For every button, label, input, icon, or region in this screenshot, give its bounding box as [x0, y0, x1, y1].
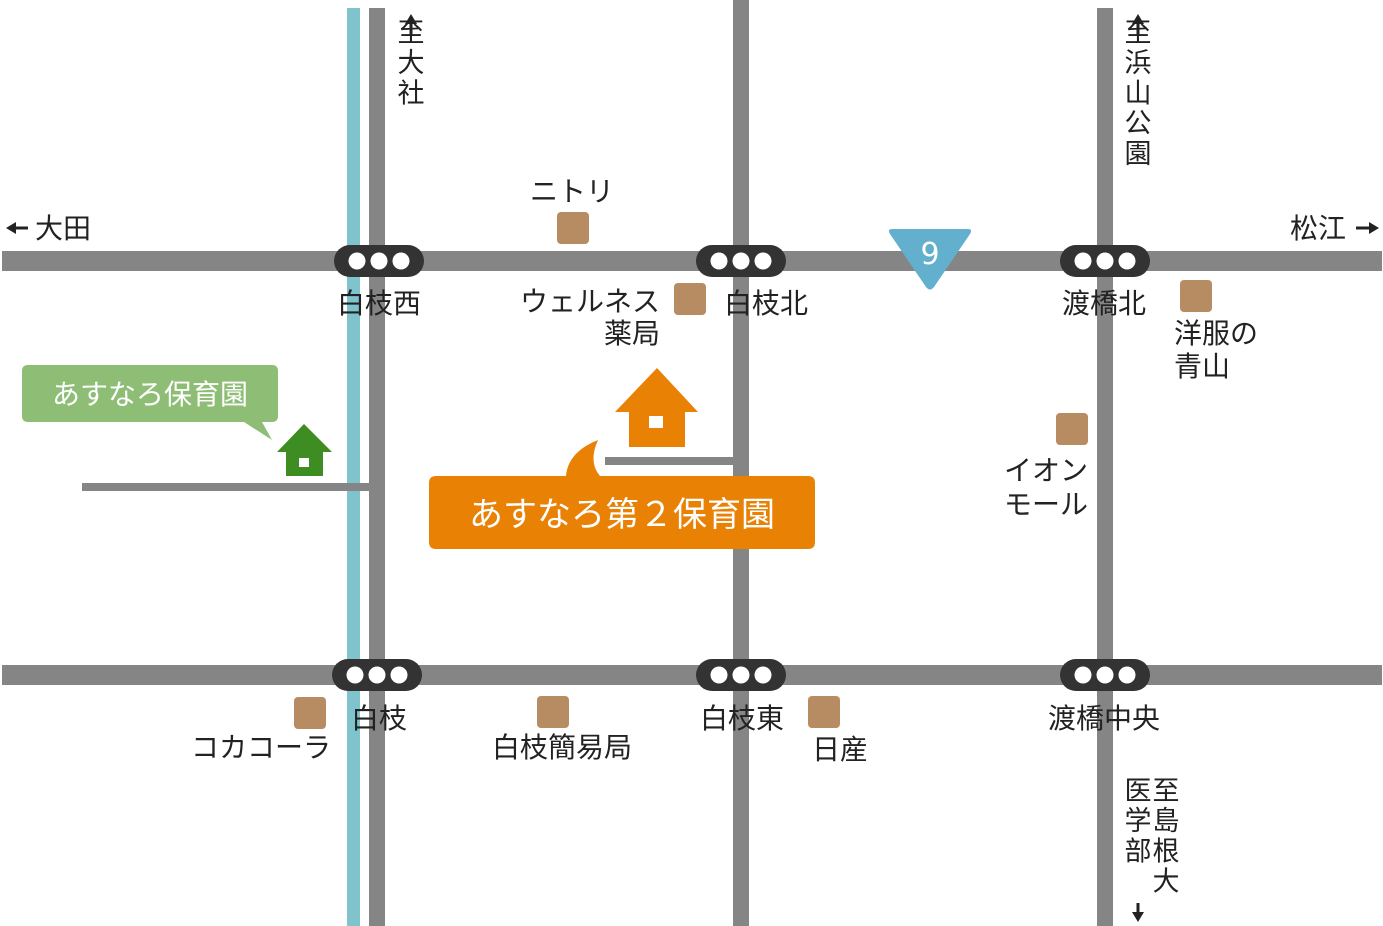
main-nursery-callout: [429, 440, 815, 549]
direction-north-right: 至浜山公園: [1125, 14, 1152, 170]
signal-lamp: [1118, 666, 1136, 684]
landmark-wellness-label-line2: 薬局: [604, 317, 660, 350]
main-nursery-house-icon: [615, 368, 698, 447]
signal-lamp: [390, 666, 408, 684]
landmark-post-office-marker: [537, 696, 569, 728]
landmark-nissan-label: 日産: [812, 733, 868, 766]
other-nursery-callout: [22, 365, 278, 440]
landmark-aeon-label-line1: イオン: [1004, 454, 1088, 487]
signal-lamp: [348, 252, 366, 270]
other-nursery: あすなろ保育園: [22, 365, 332, 476]
landmark-aeon-label-line2: モール: [1004, 488, 1088, 521]
signal-lamp: [1096, 252, 1114, 270]
signal-watari-bashi-kita: [1060, 245, 1150, 277]
intersection-shiraeda-kita: 白枝北: [724, 287, 808, 320]
direction-north-left: 至大社: [398, 14, 425, 109]
signal-lamp: [1118, 252, 1136, 270]
road-horizontal-top: [2, 251, 1382, 271]
intersection-shiraeda: 白枝: [351, 702, 407, 735]
landmark-yofuku-label-line2: 青山: [1174, 350, 1230, 383]
direction-south: 至島根大 医学部: [1125, 776, 1180, 922]
intersection-labels: 白枝西 白枝北 渡橋北 白枝 白枝東 渡橋中央: [337, 287, 1160, 735]
road-vertical-left: [369, 8, 385, 926]
traffic-signals: [332, 245, 1150, 691]
landmark-nissan-marker: [808, 696, 840, 728]
intersection-watari-bashi-chuo: 渡橋中央: [1048, 702, 1160, 735]
arrow-left-icon: [6, 222, 16, 234]
signal-lamp: [710, 252, 728, 270]
road-horizontal-bottom: [2, 665, 1382, 685]
signal-lamp: [732, 252, 750, 270]
landmark-yofuku-marker: [1180, 280, 1212, 312]
route-9-marker: 9: [888, 229, 972, 290]
direction-label-ota: 大田: [35, 212, 91, 245]
lane-to-main-nursery: [605, 457, 735, 465]
road-vertical-center: [733, 0, 749, 926]
signal-shiraeda-kita: [696, 245, 786, 277]
landmark-nitori-label: ニトリ: [530, 175, 614, 208]
landmark-post-office-label: 白枝簡易局: [492, 731, 632, 764]
signal-shiraeda: [332, 659, 422, 691]
arrow-up-icon: [405, 14, 417, 24]
signal-lamp: [392, 252, 410, 270]
arrow-down-icon: [1132, 912, 1144, 922]
direction-west: 大田: [6, 212, 91, 245]
direction-label-shimane-univ: 至島根大: [1153, 776, 1180, 898]
signal-lamp: [346, 666, 364, 684]
landmark-nitori-marker: [557, 212, 589, 244]
signal-shiraeda-nishi: [334, 245, 424, 277]
direction-label-matsue: 松江: [1290, 212, 1346, 245]
direction-label-hamayama: 至浜山公園: [1125, 18, 1152, 170]
lane-to-other-nursery: [82, 483, 372, 491]
intersection-shiraeda-nishi: 白枝西: [337, 287, 421, 320]
signal-lamp: [754, 252, 772, 270]
intersection-watari-bashi-kita: 渡橋北: [1062, 287, 1146, 320]
signal-lamp: [1074, 666, 1092, 684]
route-number: 9: [920, 237, 939, 272]
signal-shiraeda-higashi: [696, 659, 786, 691]
signal-lamp: [754, 666, 772, 684]
landmark-wellness-label-line1: ウェルネス: [520, 285, 660, 318]
landmark-aeon-marker: [1056, 413, 1088, 445]
landmark-yofuku-label-line1: 洋服の: [1174, 317, 1258, 350]
direction-label-daisha: 至大社: [398, 18, 425, 109]
arrow-up-icon: [1132, 14, 1144, 24]
direction-label-medical-faculty: 医学部: [1125, 776, 1152, 867]
inverted-triangle-route-sign-icon: [888, 229, 972, 290]
signal-lamp: [732, 666, 750, 684]
other-nursery-house-icon: [277, 424, 332, 476]
other-nursery-name: あすなろ保育園: [52, 378, 248, 411]
river: [347, 8, 360, 926]
landmarks: ニトリ ウェルネス 薬局 洋服の 青山 イオン モール コカコーラ 白枝簡易局 …: [191, 175, 1258, 766]
signal-lamp: [710, 666, 728, 684]
direction-east: 松江: [1290, 212, 1379, 245]
landmark-cocacola-marker: [294, 697, 326, 729]
signal-lamp: [1096, 666, 1114, 684]
signal-lamp: [368, 666, 386, 684]
arrow-right-icon: [1369, 222, 1379, 234]
signal-lamp: [1074, 252, 1092, 270]
landmark-cocacola-label: コカコーラ: [191, 731, 331, 764]
road-vertical-right: [1097, 8, 1113, 926]
main-nursery: あすなろ第２保育園: [429, 368, 815, 549]
intersection-shiraeda-higashi: 白枝東: [700, 702, 784, 735]
main-nursery-name: あすなろ第２保育園: [469, 495, 775, 535]
landmark-wellness-marker: [674, 283, 706, 315]
signal-watari-bashi-chuo: [1060, 659, 1150, 691]
signal-lamp: [370, 252, 388, 270]
